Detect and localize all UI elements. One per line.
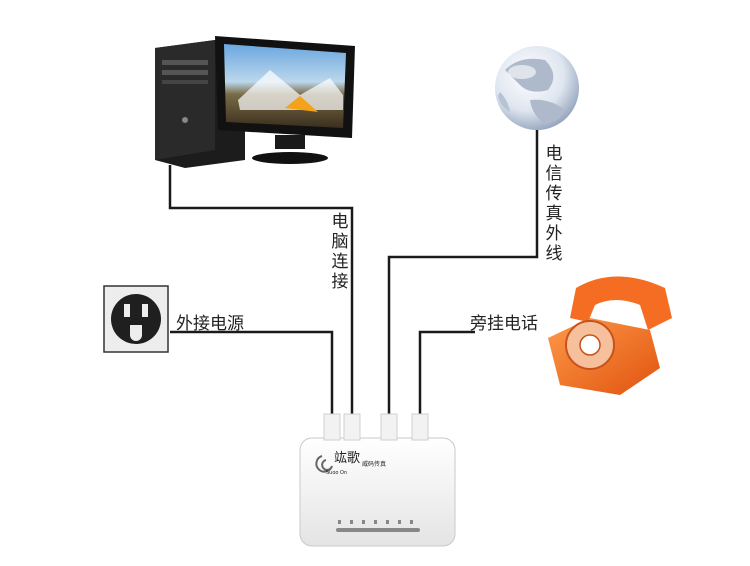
brand-logo-icon (315, 455, 333, 473)
connection-lines (168, 125, 539, 415)
rotary-phone-icon (548, 276, 672, 395)
device-slot (336, 528, 420, 532)
line-phone (418, 330, 475, 415)
globe-icon (495, 46, 579, 130)
device-model: 威码传真 (362, 460, 386, 468)
label-fax-line: 电信传真外线 (545, 144, 563, 264)
label-computer: 电脑连接 (331, 212, 349, 292)
line-computer (168, 165, 354, 415)
device-brand-sub: Suoo On (326, 470, 347, 476)
indicator-lights (338, 520, 413, 524)
label-phone: 旁挂电话 (470, 314, 538, 334)
device-brand: 竑歌 (334, 451, 360, 466)
power-outlet-icon (103, 285, 169, 353)
desktop-computer-icon (155, 36, 355, 168)
label-power: 外接电源 (176, 314, 244, 334)
line-power (170, 330, 334, 415)
fax-modem-device: 竑歌 Suoo On 威码传真 (299, 413, 456, 547)
line-fax (387, 125, 539, 415)
